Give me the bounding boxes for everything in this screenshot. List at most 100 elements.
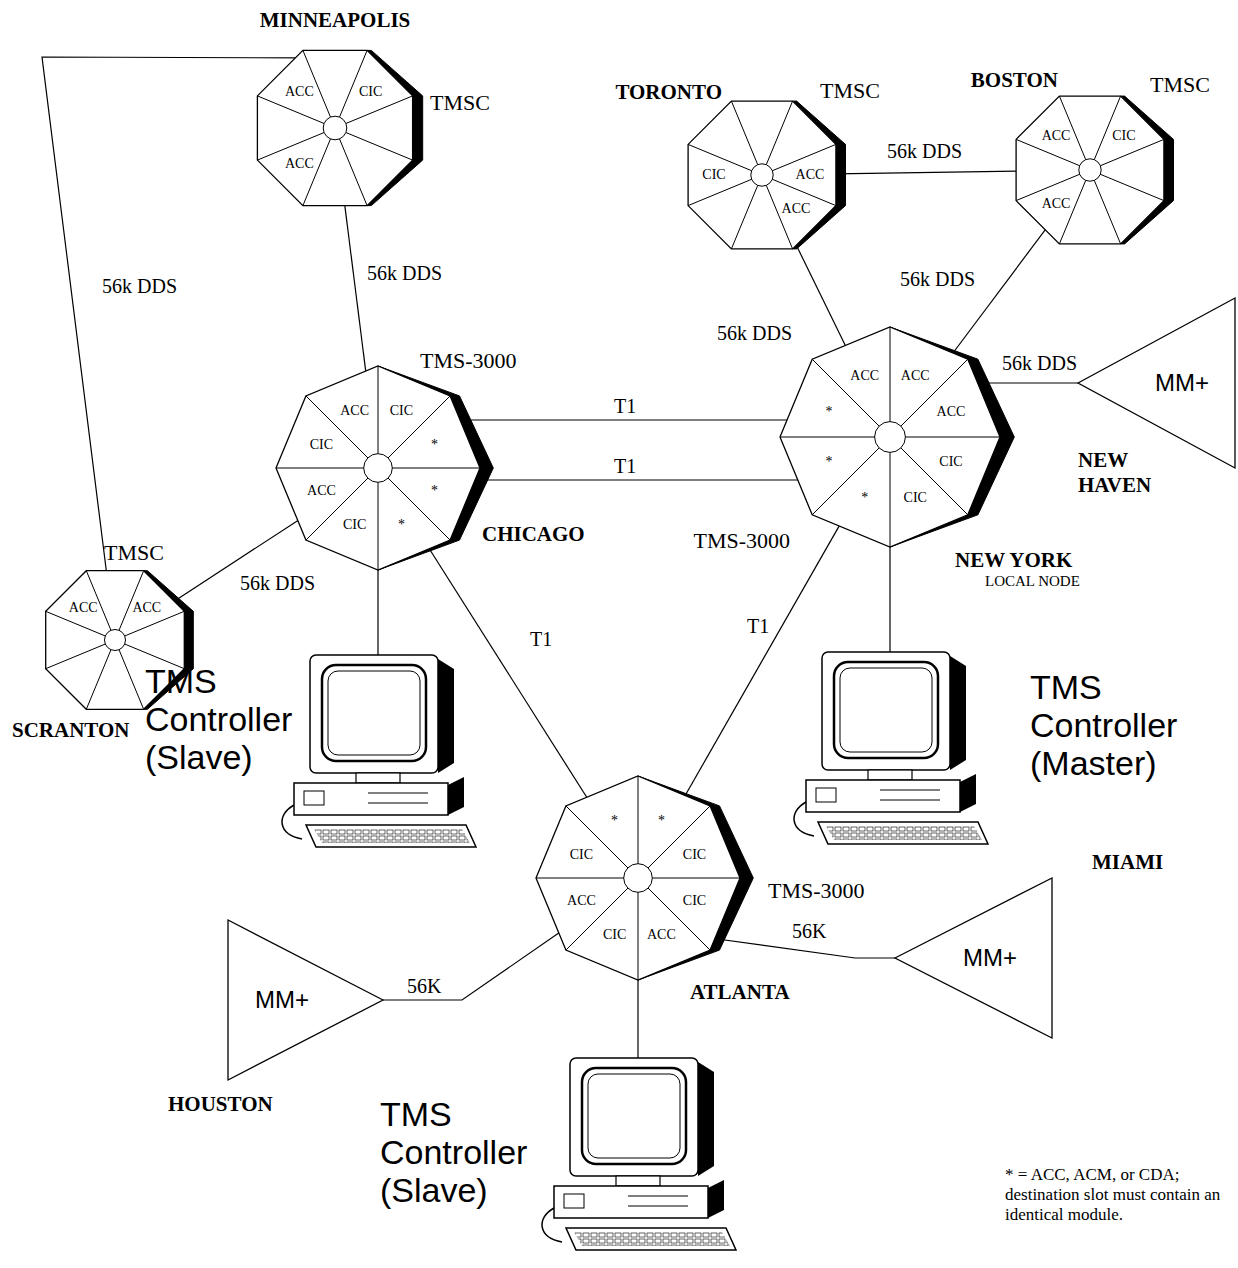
- network-link: [459, 419, 791, 420]
- mux-label: MM+: [1155, 369, 1209, 397]
- switch-node: CHICAGOTMS-3000CIC***CICACCCICACC: [272, 362, 500, 574]
- link-label: T1: [528, 628, 554, 651]
- slot-module: ACC: [937, 404, 966, 420]
- link-label: 56k DDS: [885, 140, 964, 163]
- slot-module: ACC: [1042, 128, 1071, 144]
- switch-node: TORONTOTMSCCICACCACC: [678, 91, 862, 259]
- slot-module: CIC: [310, 437, 333, 453]
- link-label: 56K: [790, 920, 828, 943]
- slot-module: CIC: [939, 454, 962, 470]
- octagon-outline: [1006, 86, 1190, 254]
- controller-label: TMS Controller (Slave): [380, 1095, 555, 1209]
- network-link: [428, 547, 587, 799]
- slot-module: ACC: [307, 483, 336, 499]
- link-label: 56K: [405, 975, 443, 998]
- slot-module: *: [826, 404, 833, 420]
- slot-module: CIC: [603, 927, 626, 943]
- slot-module: ACC: [340, 403, 369, 419]
- switch-node: NEW YORKLOCAL NODETMS-3000ACCACCCICCIC**…: [776, 323, 1020, 551]
- link-label: 56k DDS: [1000, 352, 1079, 375]
- controller-label: TMS Controller (Master): [1030, 668, 1205, 782]
- controller-label: TMS Controller (Slave): [145, 662, 320, 776]
- slot-module: *: [826, 454, 833, 470]
- link-label: 56k DDS: [898, 268, 977, 291]
- slot-module: CIC: [343, 517, 366, 533]
- city-name: NEW YORK: [955, 548, 1072, 573]
- slot-module: *: [861, 490, 868, 506]
- octagon-outline: [532, 772, 760, 984]
- model-name: TMS-3000: [693, 528, 790, 554]
- link-label: 56k DDS: [715, 322, 794, 345]
- city-name: CHICAGO: [482, 522, 585, 547]
- octagon-outline: [776, 323, 1020, 551]
- link-label: 56k DDS: [100, 275, 179, 298]
- network-link: [836, 171, 1017, 174]
- model-name: TMSC: [104, 540, 164, 566]
- network-link: [685, 525, 840, 797]
- slot-module: *: [431, 483, 438, 499]
- slot-module: ACC: [1042, 196, 1071, 212]
- city-name: MIAMI: [1092, 850, 1163, 875]
- model-name: TMSC: [1150, 72, 1210, 98]
- slot-module: *: [611, 813, 618, 829]
- slot-module: ACC: [850, 368, 879, 384]
- switch-node: BOSTONTMSCACCCICACC: [1006, 86, 1190, 254]
- city-name: ATLANTA: [690, 980, 790, 1005]
- network-link: [951, 229, 1046, 356]
- network-link: [377, 562, 378, 655]
- city-name: BOSTON: [971, 68, 1058, 93]
- switch-node: ATLANTATMS-3000*CICCICACCCICACCCIC*: [532, 772, 760, 984]
- slot-module: CIC: [359, 84, 382, 100]
- computer-icon: [288, 655, 488, 855]
- controller-pc: TMS Controller (Slave): [288, 655, 488, 855]
- model-name: TMS-3000: [420, 348, 517, 374]
- link-label: T1: [745, 615, 771, 638]
- slot-module: CIC: [702, 167, 725, 183]
- slot-module: ACC: [567, 893, 596, 909]
- controller-pc: TMS Controller (Master): [800, 652, 1000, 852]
- slot-module: ACC: [285, 84, 314, 100]
- slot-module: *: [431, 437, 438, 453]
- slot-module: *: [658, 813, 665, 829]
- network-link: [637, 972, 638, 1058]
- legend-note: * = ACC, ACM, or CDA; destination slot m…: [1005, 1165, 1233, 1225]
- switch-node: MINNEAPOLISTMSCACCCICACC: [247, 40, 439, 216]
- link-label: 56k DDS: [365, 262, 444, 285]
- link-label: 56k DDS: [238, 572, 317, 595]
- mux-label: MM+: [963, 944, 1017, 972]
- octagon-outline: [272, 362, 500, 574]
- remote-multiplexer: MM+HOUSTON: [228, 920, 383, 1080]
- network-link: [889, 538, 890, 652]
- model-name: TMSC: [820, 78, 880, 104]
- slot-module: CIC: [904, 490, 927, 506]
- mux-label: MM+: [255, 986, 309, 1014]
- computer-icon: [548, 1058, 748, 1258]
- slot-module: ACC: [782, 201, 811, 217]
- network-link: [345, 205, 367, 375]
- city-name: SCRANTON: [12, 718, 129, 743]
- remote-multiplexer: MM+NEW HAVEN: [1078, 298, 1235, 468]
- network-link: [976, 382, 1078, 383]
- controller-pc: TMS Controller (Slave): [548, 1058, 748, 1258]
- slot-module: ACC: [69, 600, 98, 616]
- slot-module: ACC: [901, 368, 930, 384]
- city-name: HOUSTON: [168, 1092, 273, 1117]
- slot-module: CIC: [570, 847, 593, 863]
- slot-module: CIC: [390, 403, 413, 419]
- remote-multiplexer: MM+MIAMI: [895, 878, 1052, 1038]
- network-link: [794, 241, 845, 346]
- slot-module: ACC: [796, 167, 825, 183]
- city-name: MINNEAPOLIS: [260, 8, 411, 33]
- model-name: TMS-3000: [768, 878, 865, 904]
- link-label: T1: [612, 395, 638, 418]
- node-role: LOCAL NODE: [985, 573, 1080, 590]
- slot-module: CIC: [1112, 128, 1135, 144]
- model-name: TMSC: [430, 90, 490, 116]
- link-label: T1: [612, 455, 638, 478]
- slot-module: ACC: [647, 927, 676, 943]
- city-name: TORONTO: [615, 80, 722, 105]
- slot-module: *: [398, 517, 405, 533]
- network-link: [383, 932, 561, 1001]
- network-link: [471, 479, 798, 480]
